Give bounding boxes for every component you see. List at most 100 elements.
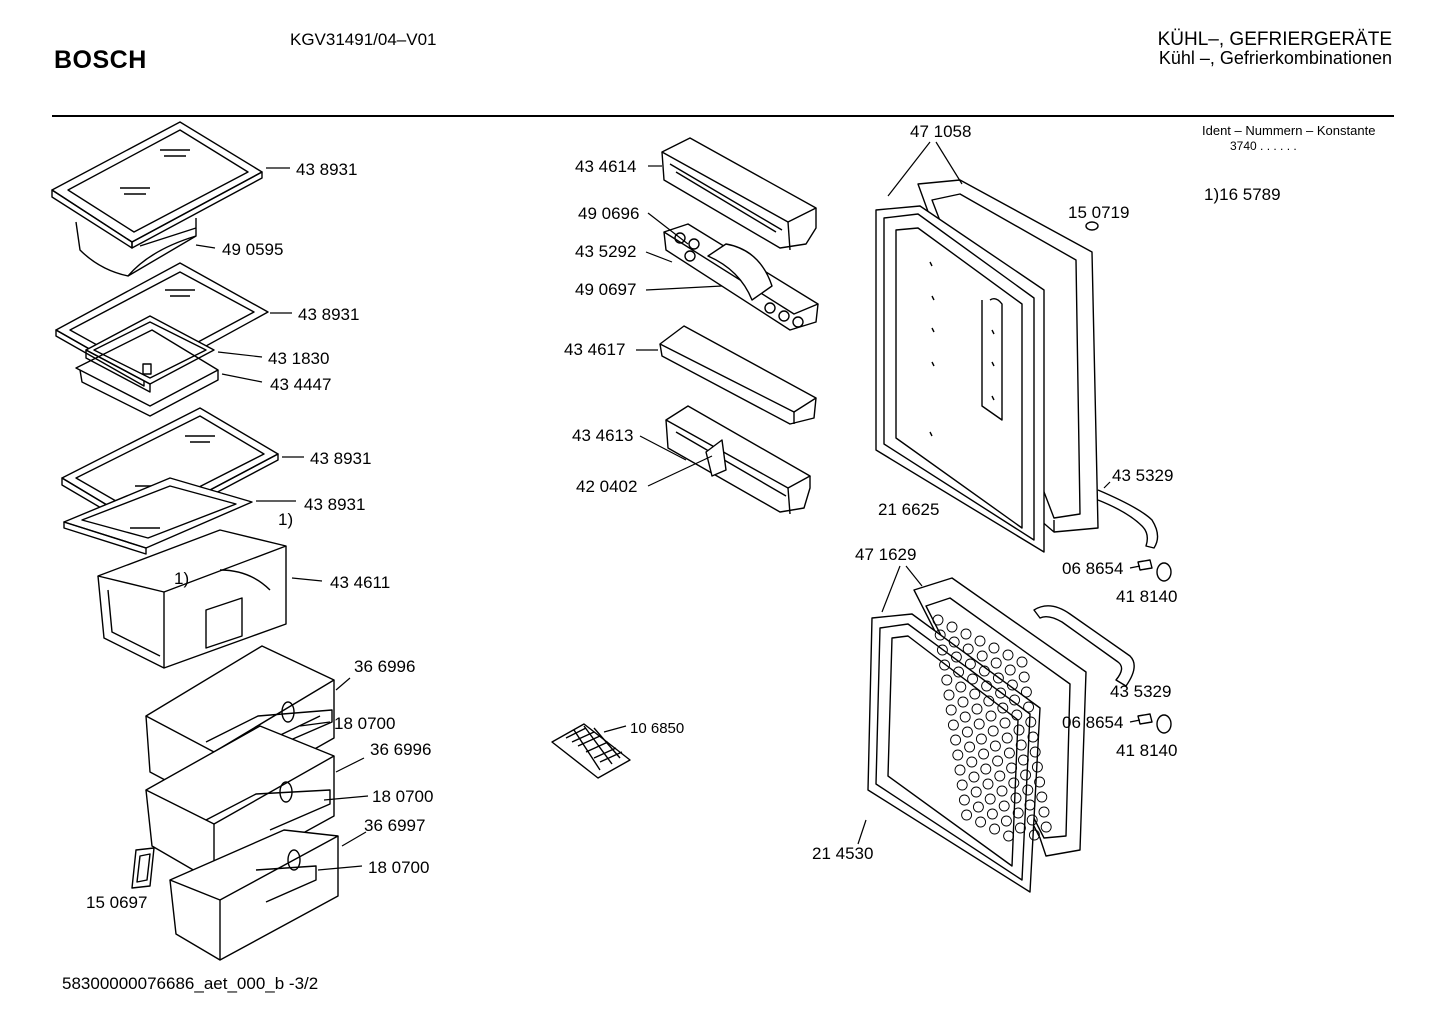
dimple: [966, 756, 978, 768]
chiller-compartment: [75, 315, 219, 417]
dimple: [974, 635, 986, 647]
dimple: [976, 650, 988, 662]
dimple: [967, 673, 979, 685]
part-label: 36 6996: [354, 657, 415, 676]
part-label: 21 6625: [878, 500, 939, 519]
dimple: [989, 740, 1001, 752]
part-label: 43 4611: [330, 573, 390, 592]
dimple: [1000, 815, 1012, 827]
dimple: [948, 636, 960, 648]
dimple: [992, 672, 1004, 684]
dimple: [1025, 716, 1037, 728]
handle-upper: [1097, 489, 1159, 549]
dimple: [950, 651, 962, 663]
part-label: 42 0402: [576, 477, 637, 496]
ident-note: 1)16 5789: [1204, 185, 1281, 204]
dimple: [999, 717, 1011, 729]
dimple: [1040, 821, 1052, 833]
dimple: [941, 674, 953, 686]
part-label: 10 6850: [630, 720, 684, 737]
glass-shelf-4: [63, 477, 253, 555]
dimple: [970, 786, 982, 798]
dimple: [961, 809, 973, 821]
dimple: [978, 748, 990, 760]
model-number: KGV31491/04–V01: [290, 30, 437, 49]
door-stop-plug: [1085, 221, 1099, 231]
dimple: [962, 643, 974, 655]
dimple: [939, 659, 951, 671]
dimple: [1011, 709, 1023, 721]
dimple: [1006, 679, 1018, 691]
dimple: [952, 749, 964, 761]
part-label: 1): [174, 569, 189, 588]
freezer-drawer-3: [169, 829, 339, 961]
dimple: [936, 644, 948, 656]
door-rack-bottle: [665, 405, 811, 515]
dimple: [998, 800, 1010, 812]
dimple: [983, 695, 995, 707]
dimple: [1016, 656, 1028, 668]
dimple: [981, 680, 993, 692]
dimple: [989, 823, 1001, 835]
dimple: [994, 770, 1006, 782]
brand-logo: BOSCH: [54, 46, 147, 74]
dimple: [956, 779, 968, 791]
small-clip-part: [131, 847, 155, 889]
part-label: 47 1629: [855, 545, 916, 564]
leader-lines: [195, 141, 1141, 871]
part-label: 43 5329: [1112, 466, 1173, 485]
dimple: [1036, 791, 1048, 803]
dimple: [1015, 739, 1027, 751]
dimple: [973, 718, 985, 730]
header-divider: [52, 115, 1394, 117]
dimple: [964, 741, 976, 753]
dimple: [1026, 814, 1038, 826]
dimple: [990, 657, 1002, 669]
dimple: [953, 666, 965, 678]
part-label: 43 4613: [572, 426, 633, 445]
dimple: [957, 696, 969, 708]
category-subtitle: Kühl –, Gefrierkombinationen: [1158, 48, 1392, 68]
part-label: 43 8931: [298, 305, 359, 324]
dimple: [1001, 732, 1013, 744]
dimple: [958, 794, 970, 806]
part-label: 43 5292: [575, 242, 636, 261]
dimple: [1022, 784, 1034, 796]
bottle-holder-part: [75, 218, 197, 277]
dimple: [971, 703, 983, 715]
dimple: [932, 614, 944, 626]
dimple: [997, 702, 1009, 714]
part-label: 1): [278, 510, 293, 529]
part-label: 43 4617: [564, 340, 625, 359]
part-label: 43 1830: [268, 349, 329, 368]
dimple: [1006, 762, 1018, 774]
part-label: 41 8140: [1116, 587, 1177, 606]
dimple: [1003, 747, 1015, 759]
door-rack-flat: [659, 325, 817, 425]
vegetable-drawer: [97, 529, 287, 669]
dimple: [985, 710, 997, 722]
part-label: 49 0697: [575, 280, 636, 299]
dimple: [1031, 761, 1043, 773]
dimple: [1028, 829, 1040, 841]
dimple: [1018, 671, 1030, 683]
dimple: [1023, 701, 1035, 713]
door-rack-top: [661, 137, 817, 251]
part-label: 15 0719: [1068, 203, 1129, 222]
freezer-door-dimples: [932, 614, 1052, 842]
screw-cap-lower: [1137, 713, 1172, 734]
part-label: 21 4530: [812, 844, 873, 863]
part-label: 36 6996: [370, 740, 431, 759]
dimple: [964, 658, 976, 670]
dimple: [1024, 799, 1036, 811]
part-label: 43 4447: [270, 375, 331, 394]
part-label: 06 8654: [1062, 559, 1123, 578]
dimple: [1017, 754, 1029, 766]
freezer-door-gasket: [867, 613, 1041, 893]
part-label: 36 6997: [364, 816, 425, 835]
dimple: [980, 763, 992, 775]
dimple: [968, 771, 980, 783]
footer-code: 58300000076686_aet_000_b -3/2: [62, 974, 319, 993]
part-label: 06 8654: [1062, 713, 1123, 732]
